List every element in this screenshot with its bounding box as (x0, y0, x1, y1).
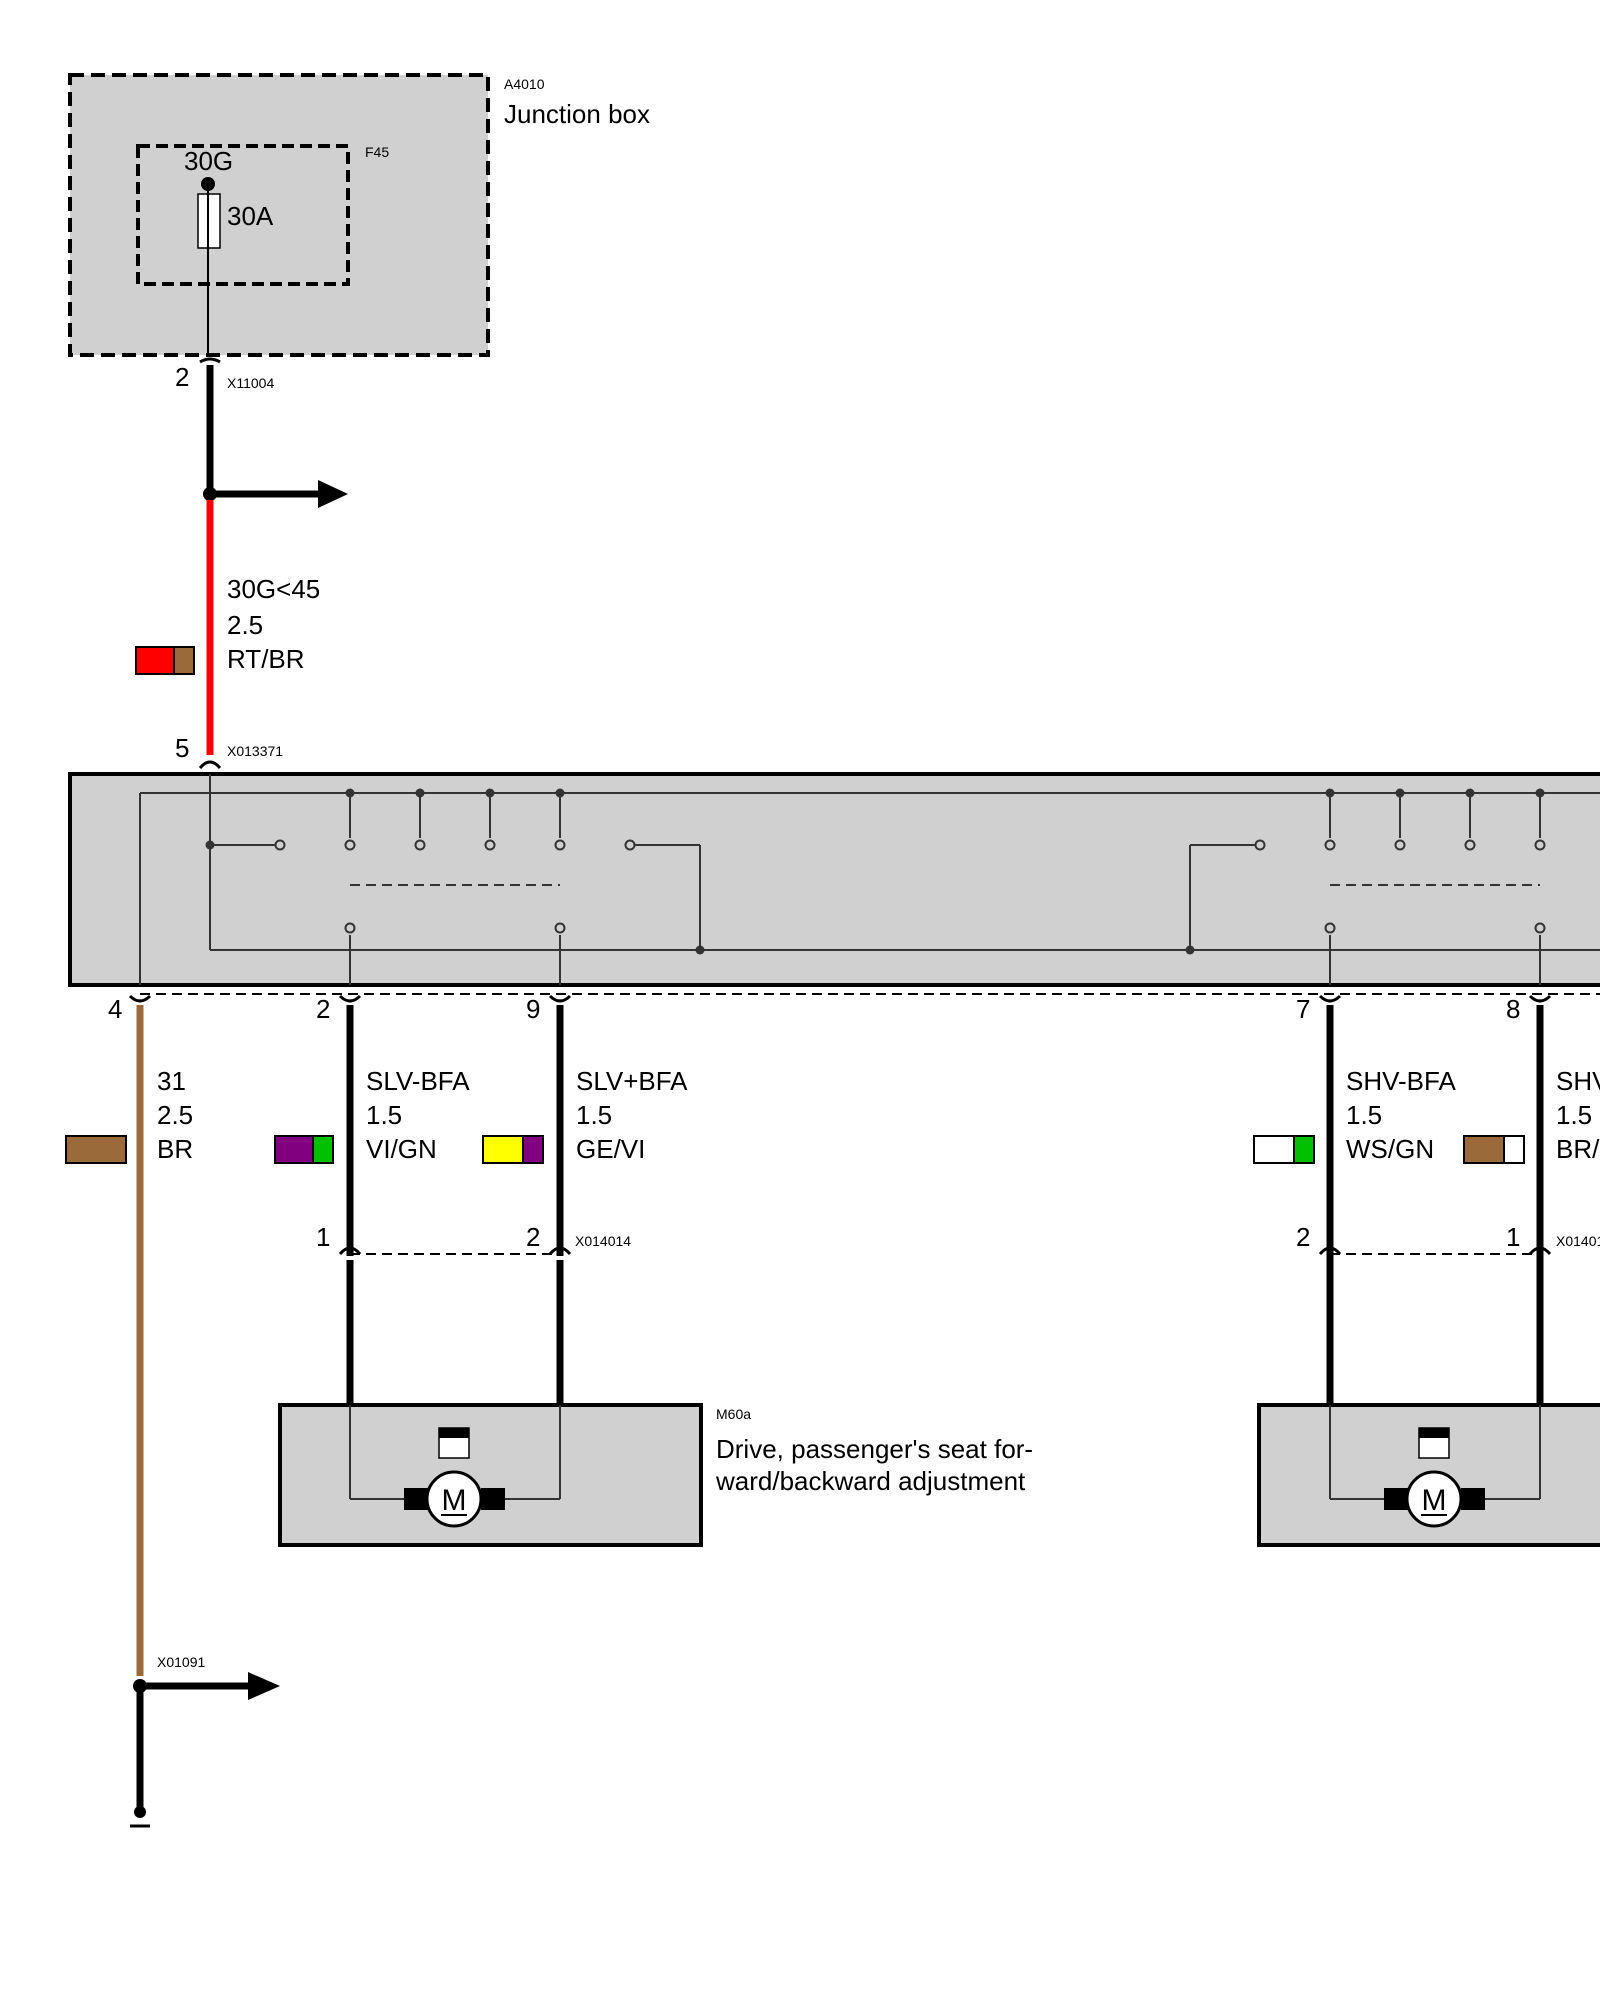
control-module-relay-contacts (274, 839, 1546, 934)
ground-branch-arrow-head (248, 1672, 280, 1700)
connector-x014014-pin-a: 1 (316, 1222, 330, 1252)
shv-minus-swatch-2 (1293, 1135, 1315, 1164)
connector-x11004-pin-symbol (199, 357, 221, 364)
shv-plus-swatch-2 (1503, 1135, 1525, 1164)
shv-minus-swatch-1 (1253, 1135, 1295, 1164)
motor-left-symbol: M (442, 1484, 467, 1517)
motor-left-wiring (349, 1405, 561, 1500)
slv-minus-color: VI/GN (366, 1134, 437, 1164)
connector-x01401-pin-symbols (1318, 1246, 1552, 1256)
control-module-internal-circuit (139, 774, 1600, 985)
supply-wire-color: RT/BR (227, 644, 305, 674)
motor-right-symbol: M (1422, 1484, 1447, 1517)
motor-left-desc-line1: Drive, passenger's seat for- (716, 1434, 1033, 1464)
slv-minus-signal: SLV-BFA (366, 1066, 470, 1096)
motor-right-brush-right (1461, 1488, 1485, 1510)
shv-plus-color: BR/ (1556, 1134, 1600, 1164)
connector-x014014-pin-b: 2 (526, 1222, 540, 1252)
connector-x013371-id: X013371 (227, 743, 283, 759)
slv-minus-pin: 2 (316, 994, 330, 1024)
shv-plus-gauge: 1.5 (1556, 1100, 1592, 1130)
ground-wire-signal: 31 (157, 1066, 186, 1096)
junction-box-id: A4010 (504, 76, 545, 92)
supply-color-swatch-1 (135, 646, 175, 675)
ground-splice-id: X01091 (157, 1654, 205, 1670)
shv-plus-swatch-1 (1463, 1135, 1505, 1164)
control-module (68, 772, 1600, 987)
connector-x01401-id: X01401 (1556, 1233, 1600, 1249)
ground-wire-color: BR (157, 1134, 193, 1164)
supply-wire-gauge: 2.5 (227, 610, 263, 640)
fuse-box (136, 144, 350, 286)
slv-minus-gauge: 1.5 (366, 1100, 402, 1130)
connector-x01401-pin-b: 1 (1506, 1222, 1520, 1252)
supply-color-swatch-2 (173, 646, 195, 675)
connector-x014014-pin-symbols (338, 1246, 572, 1256)
motor-right-sensor-bar (1419, 1428, 1449, 1438)
ground-wire-pin: 4 (108, 994, 122, 1024)
branch-arrow-head (318, 480, 348, 508)
shv-plus-pin: 8 (1506, 994, 1520, 1024)
motor-left-brush-left (404, 1488, 428, 1510)
slv-plus-color: GE/VI (576, 1134, 645, 1164)
slv-minus-swatch-2 (312, 1135, 334, 1164)
shv-minus-gauge: 1.5 (1346, 1100, 1382, 1130)
motor-left-brush-right (481, 1488, 505, 1510)
connector-x014014-gap-b (556, 1256, 564, 1260)
connector-x01401-pin-a: 2 (1296, 1222, 1310, 1252)
connector-x014014-id: X014014 (575, 1233, 631, 1249)
connector-x11004-id: X11004 (227, 375, 274, 391)
shv-minus-pin: 7 (1296, 994, 1310, 1024)
ground-wire-gauge: 2.5 (157, 1100, 193, 1130)
motor-left-icon (425, 1470, 483, 1528)
fuse-id: F45 (365, 144, 389, 160)
junction-box-name: Junction box (504, 99, 650, 129)
connector-x013371-pin: 5 (175, 733, 189, 763)
connector-x013371-pin-symbol (198, 760, 222, 770)
slv-minus-swatch-1 (274, 1135, 314, 1164)
connector-x11004-pin: 2 (175, 362, 189, 392)
motor-right-wiring (1329, 1405, 1541, 1500)
shv-minus-color: WS/GN (1346, 1134, 1434, 1164)
connector-x014014-gap-a (346, 1256, 354, 1260)
motor-left-housing (278, 1403, 703, 1547)
fuse-terminal-label: 30G (184, 146, 233, 176)
shv-plus-signal: SHV (1556, 1066, 1600, 1096)
motor-left-desc-line2: ward/backward adjustment (715, 1466, 1026, 1496)
shv-minus-signal: SHV-BFA (1346, 1066, 1456, 1096)
slv-plus-pin: 9 (526, 994, 540, 1024)
ground-end-point (134, 1806, 146, 1818)
motor-right-brush-left (1384, 1488, 1408, 1510)
motor-right-icon (1405, 1470, 1463, 1528)
module-connector-pin-symbols (128, 994, 1552, 1003)
supply-wire-signal: 30G<45 (227, 574, 320, 604)
control-module-nodes (205, 788, 1545, 955)
slv-plus-signal: SLV+BFA (576, 1066, 688, 1096)
ground-color-swatch (65, 1135, 127, 1164)
fuse-rating: 30A (227, 201, 274, 231)
motor-left-id: M60a (716, 1406, 751, 1422)
motor-left-sensor-bar (439, 1428, 469, 1438)
slv-plus-swatch-2 (522, 1135, 544, 1164)
slv-plus-gauge: 1.5 (576, 1100, 612, 1130)
slv-plus-swatch-1 (482, 1135, 524, 1164)
